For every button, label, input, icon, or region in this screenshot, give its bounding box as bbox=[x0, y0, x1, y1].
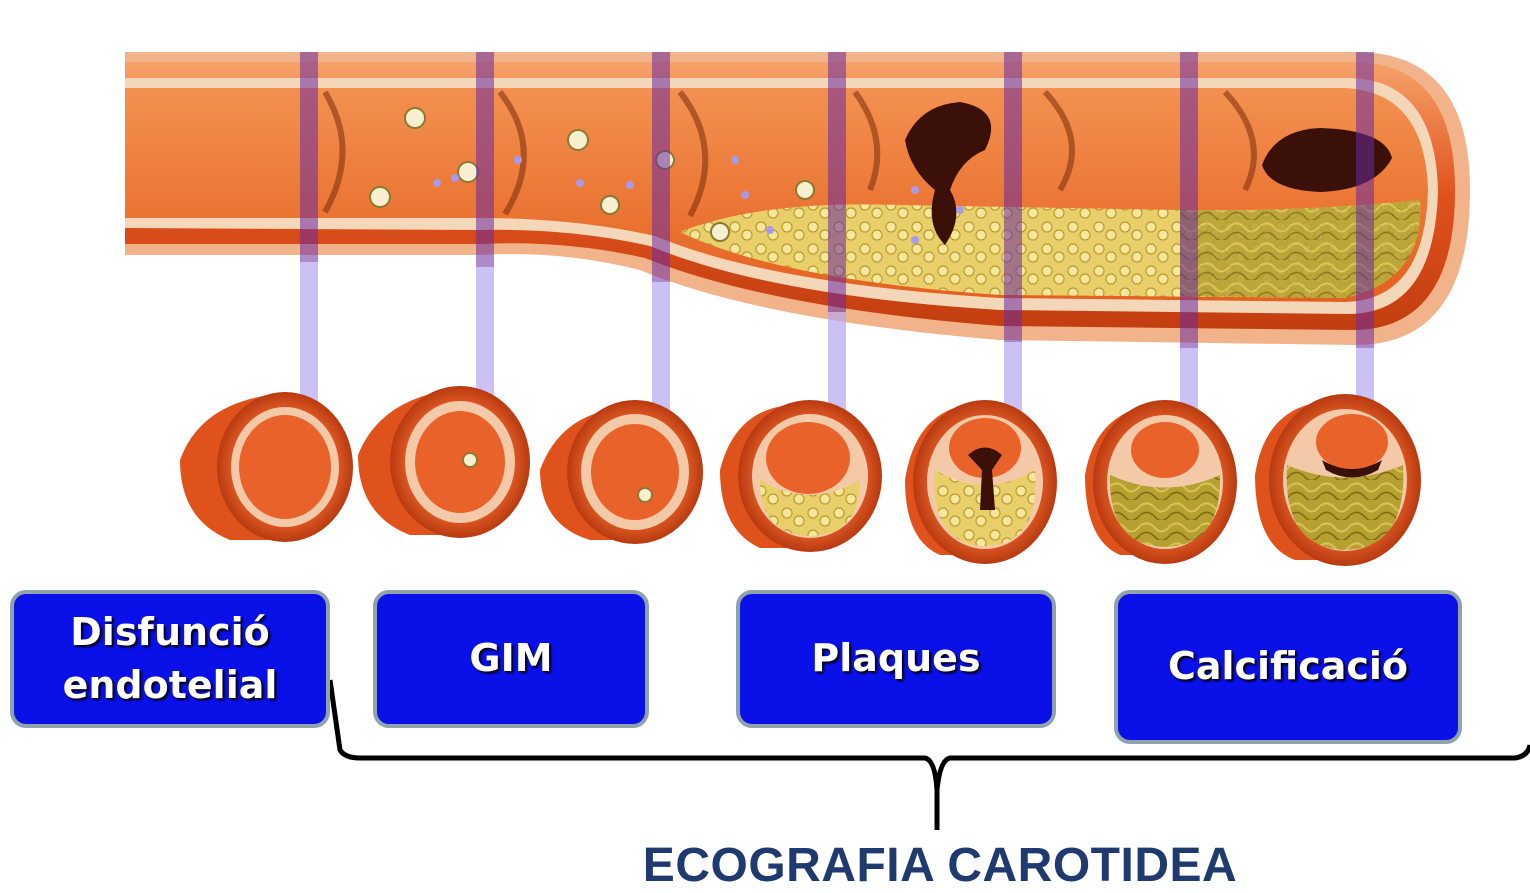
stage-plaques: Plaques bbox=[736, 590, 1056, 728]
cross-section-6 bbox=[1085, 400, 1237, 564]
cross-section-5 bbox=[905, 400, 1057, 564]
stage-plaques-label: Plaques bbox=[811, 632, 980, 685]
cross-section-4 bbox=[720, 400, 882, 552]
cross-section-2 bbox=[358, 386, 530, 538]
cross-section-1 bbox=[180, 392, 353, 542]
stage-calcification-label: Calcificació bbox=[1168, 640, 1408, 693]
stage-endothelial-line2: endotelial bbox=[63, 659, 278, 712]
cross-sections bbox=[180, 386, 1421, 566]
stage-endothelial-line1: Disfunció bbox=[70, 606, 269, 659]
stage-endothelial-dysfunction: Disfunció endotelial bbox=[10, 590, 330, 728]
footer-title: ECOGRAFIA CAROTIDEA bbox=[560, 838, 1320, 893]
stage-gim: GIM bbox=[373, 590, 649, 728]
stage-calcification: Calcificació bbox=[1114, 590, 1462, 744]
stage-gim-label: GIM bbox=[469, 632, 552, 685]
cross-section-3 bbox=[540, 400, 703, 544]
artery-longitudinal-section bbox=[125, 52, 1470, 420]
cross-section-7 bbox=[1255, 394, 1421, 566]
